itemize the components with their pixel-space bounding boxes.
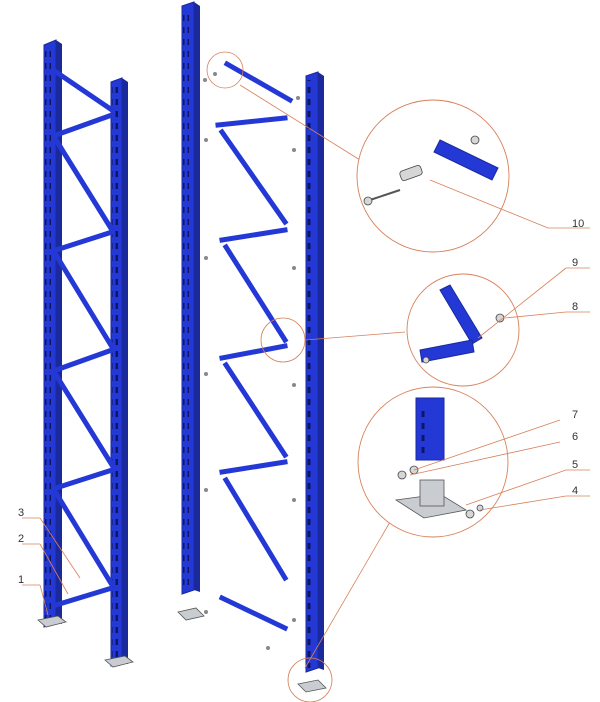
callout-4: 4 — [572, 485, 578, 497]
callout-7: 7 — [572, 409, 578, 421]
exploded-baseplate-right — [297, 679, 327, 693]
exploded-bracing — [215, 60, 294, 632]
assembled-baseplate-right — [104, 655, 134, 668]
callout-6: 6 — [572, 431, 578, 443]
detail-baseplate — [304, 386, 509, 669]
detail-bolt-connection — [239, 84, 510, 253]
assembled-frame — [37, 39, 134, 668]
callout-labels: 10 9 8 7 6 5 4 3 2 1 8 — [18, 218, 584, 586]
callout-8-upper: 8 — [572, 301, 578, 313]
callout-3: 3 — [18, 507, 24, 519]
exploded-baseplate-left — [177, 607, 205, 621]
exploded-fasteners — [203, 72, 300, 650]
callout-5: 5 — [572, 459, 578, 471]
callout-1: 1 — [18, 574, 24, 586]
detail-marker-base — [287, 657, 333, 702]
callout-2: 2 — [18, 533, 24, 545]
exploded-view — [177, 1, 333, 702]
assembled-baseplate-left — [37, 615, 67, 628]
callout-9: 9 — [572, 257, 578, 269]
detail-marker-top — [206, 51, 244, 89]
assembled-bracing — [52, 68, 116, 609]
callout-leaders — [22, 179, 590, 616]
callout-10: 10 — [572, 218, 584, 230]
detail-corner-joint — [304, 273, 520, 387]
